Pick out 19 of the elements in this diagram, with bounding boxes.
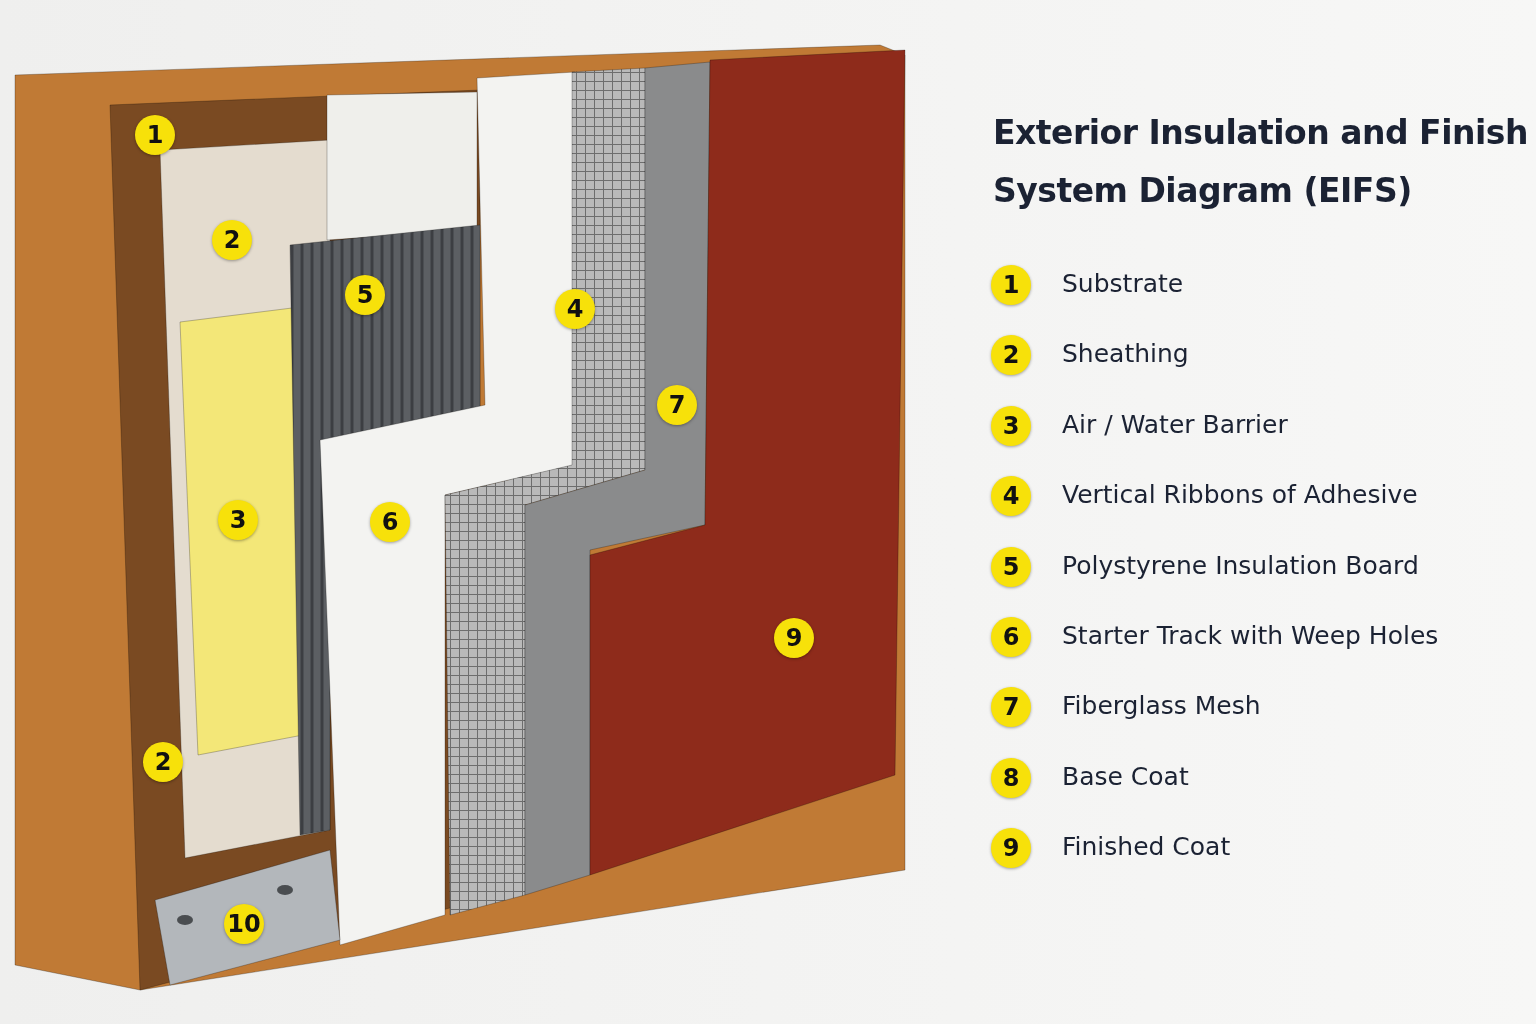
part-name: Sheathing [1062, 339, 1189, 369]
part-name: Fiberglass Mesh [1062, 691, 1261, 721]
callout-number: 8 [991, 757, 1031, 798]
part-name: Air / Water Barrier [1062, 409, 1288, 439]
part-name: Polystyrene Insulation Board [1062, 550, 1419, 580]
part-name: Base Coat [1062, 761, 1189, 791]
part-name: Vertical Ribbons of Adhesive [1062, 480, 1418, 510]
callout-number: 7 [991, 687, 1031, 728]
part-name: Finished Coat [1062, 832, 1231, 862]
diagram-title: Exterior Insulation and Finish System Diagram (EIFS) [993, 112, 1529, 212]
callout-number: 5 [991, 546, 1031, 587]
callout-number: 1 [991, 265, 1031, 305]
part-name: Starter Track with Weep Holes [1062, 621, 1439, 650]
callout-number: 6 [991, 617, 1031, 657]
part-name: Substrate [1062, 269, 1184, 298]
callout-number: 4 [991, 476, 1031, 517]
callout-number: 9 [991, 828, 1031, 869]
callout-number: 2 [991, 335, 1031, 376]
callout-number: 3 [991, 405, 1031, 446]
